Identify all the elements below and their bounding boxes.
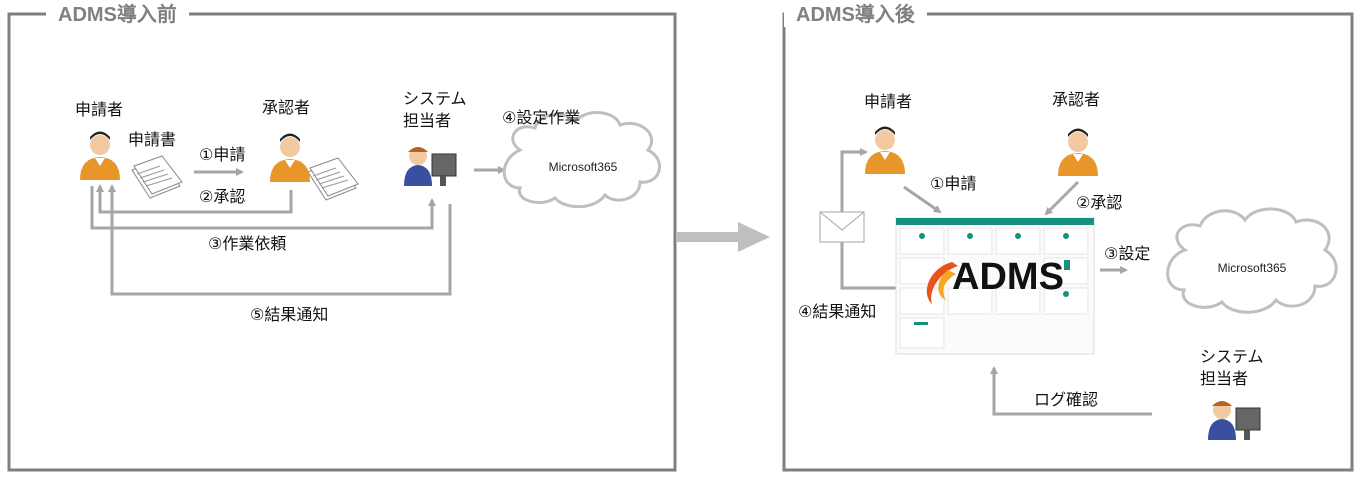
before-system-admin-label: システム 担当者: [403, 89, 467, 130]
arrow-step5: [108, 184, 452, 296]
arrow-after-step1: [903, 185, 942, 214]
mail-envelope-icon: [819, 211, 865, 243]
approver-person-icon: [270, 133, 310, 182]
after-cloud-label: Microsoft365: [1218, 261, 1287, 275]
after-cloud-microsoft365: [1166, 207, 1338, 314]
after-log-check-label: ログ確認: [1034, 390, 1099, 409]
arrow-after-step2: [1044, 180, 1080, 216]
before-step3-label: ③作業依頼: [208, 234, 287, 253]
before-cloud-microsoft365: [502, 111, 661, 209]
before-panel-title: ADMS導入前: [46, 3, 189, 27]
after-step3-label: ③設定: [1104, 244, 1151, 263]
after-system-admin-label: システム 担当者: [1200, 347, 1264, 388]
transition-arrow: [677, 222, 770, 252]
after-system-admin-person-icon: [1208, 401, 1261, 440]
before-applicant-label: 申請者: [75, 100, 124, 119]
before-step4-label: ④設定作業: [502, 108, 581, 127]
arrow-step2: [96, 184, 293, 214]
before-approver-label: 承認者: [262, 98, 311, 117]
after-step1-label: ①申請: [930, 174, 977, 193]
before-step1-label: ①申請: [199, 145, 246, 164]
before-panel-frame: [7, 12, 677, 472]
after-panel-frame: [782, 12, 1354, 472]
adms-app-screenshot: [895, 217, 1095, 355]
after-approver-person-icon: [1058, 128, 1098, 176]
applicant-person-icon: [80, 131, 120, 180]
before-step5-label: ⑤結果通知: [250, 305, 329, 324]
adms-logo-text: ADMS: [952, 256, 1064, 298]
after-panel-title: ADMS導入後: [784, 3, 927, 27]
after-approver-label: 承認者: [1052, 90, 1101, 109]
system-admin-person-icon: [404, 147, 457, 186]
after-step4-label: ④結果通知: [798, 302, 877, 321]
arrow-step3: [90, 186, 436, 230]
after-applicant-label: 申請者: [864, 92, 913, 111]
arrow-log-check: [990, 366, 1152, 416]
before-step2-label: ②承認: [199, 187, 246, 206]
approved-doc-icon: [307, 157, 359, 201]
after-step2-label: ②承認: [1076, 193, 1123, 212]
before-cloud-label: Microsoft365: [549, 160, 618, 174]
after-applicant-person-icon: [865, 126, 905, 174]
before-application-form-label: 申請書: [128, 130, 177, 149]
application-form-doc-icon: [131, 155, 183, 199]
